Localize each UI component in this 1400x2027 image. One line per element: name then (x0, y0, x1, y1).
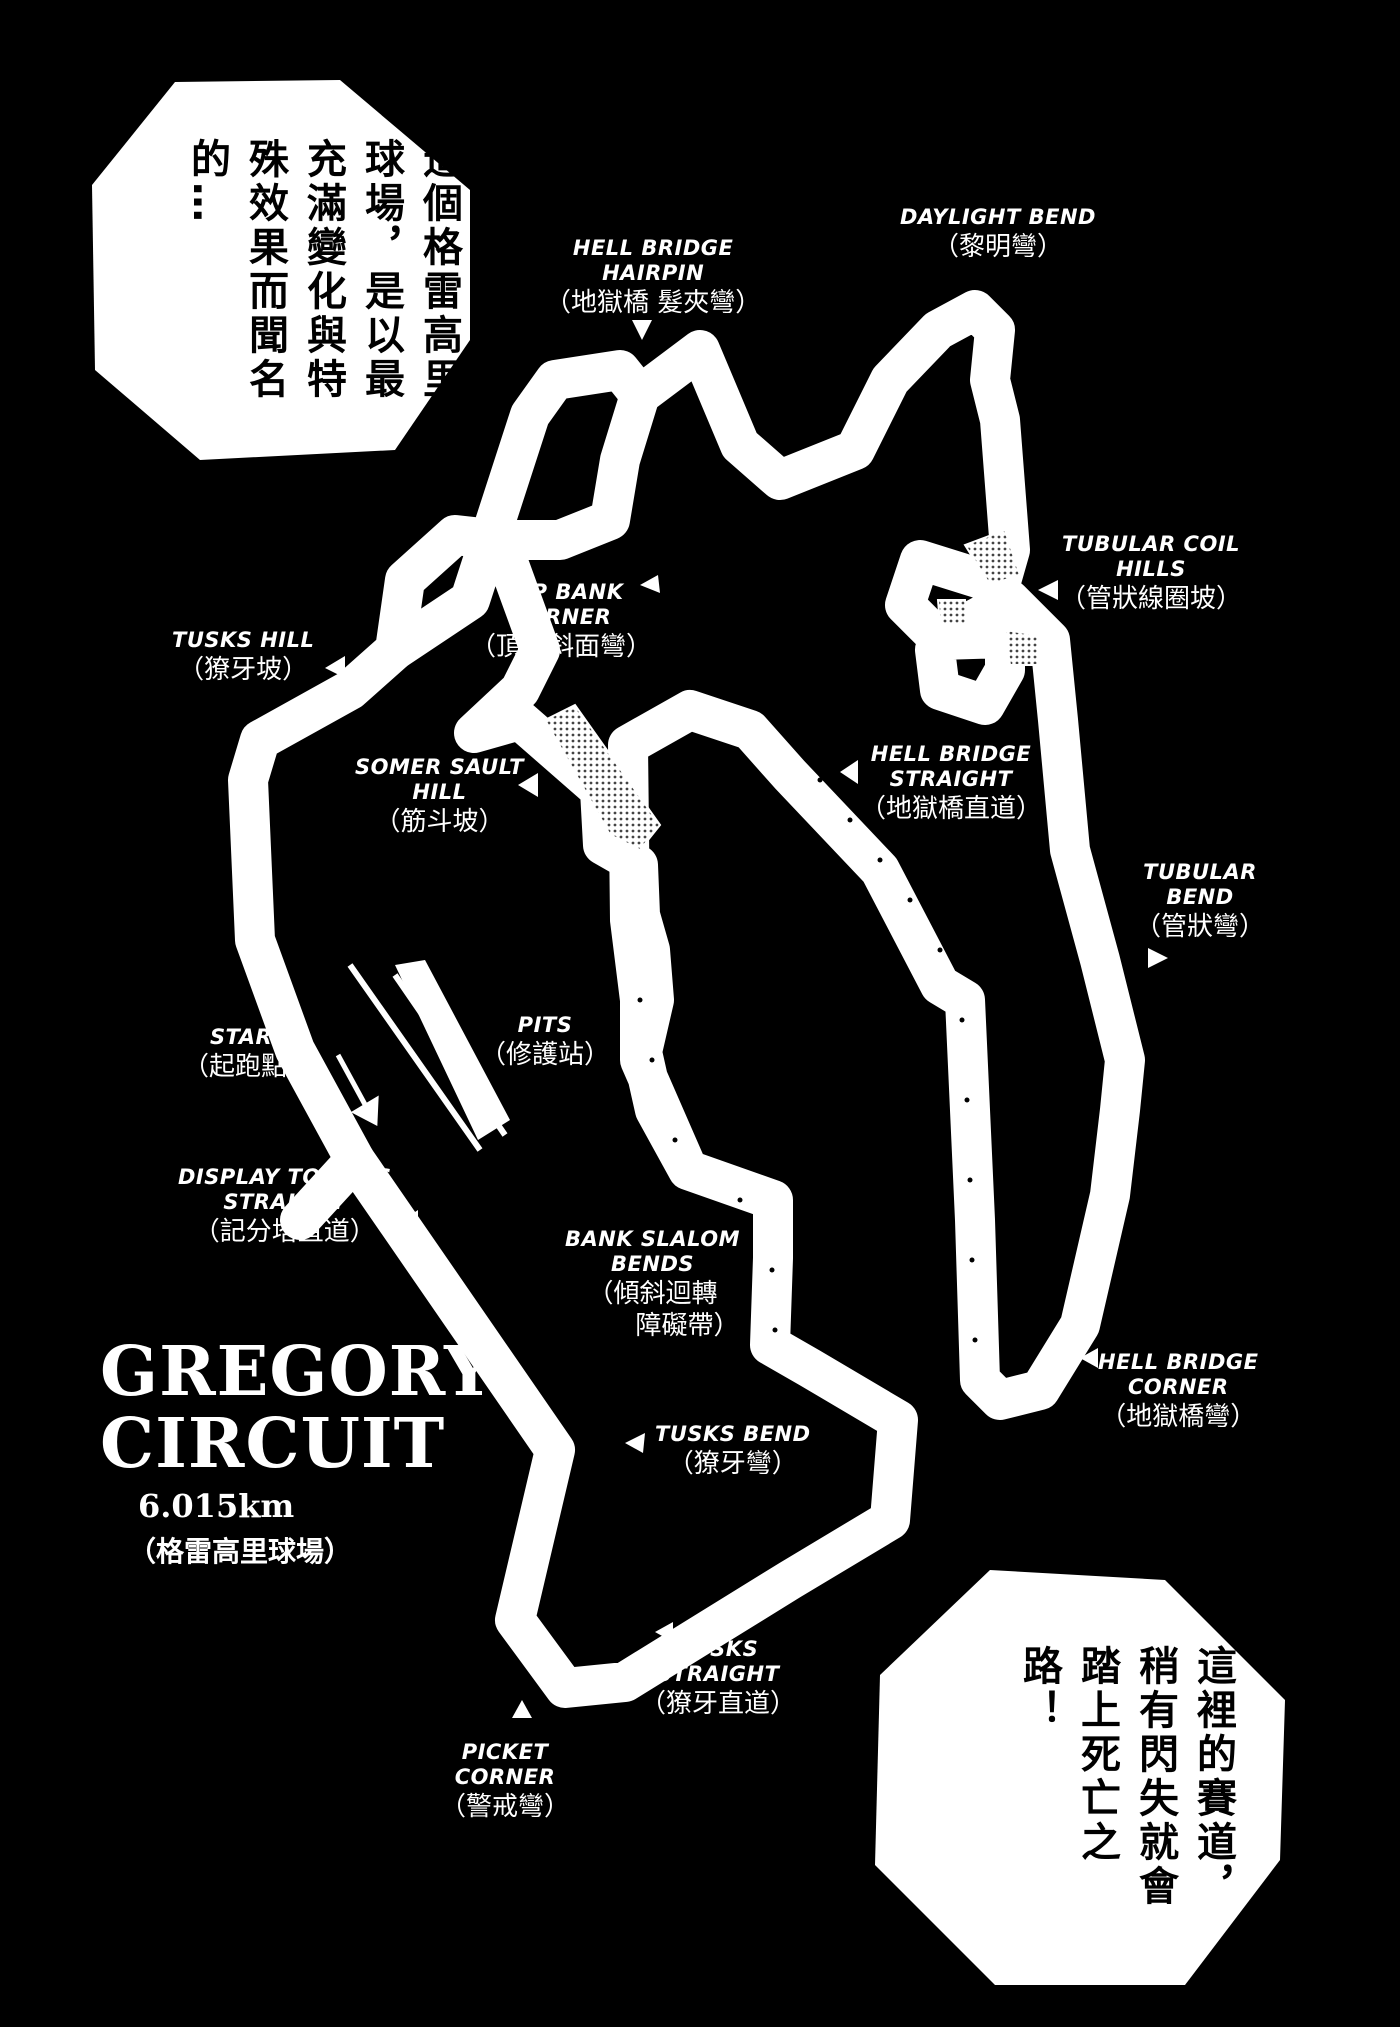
pit-building (395, 960, 510, 1140)
speech-bubble-bottom-right (875, 1570, 1285, 1985)
label-pits: PITS （修護站） (480, 1013, 611, 1070)
track-west-side (228, 515, 520, 1180)
label-tusks-hill: TUSKS HILL （獠牙坡） (172, 628, 315, 685)
track-hairpin-link (375, 350, 660, 670)
track-center-dots (637, 697, 978, 1343)
label-hell-bridge-corner: HELL BRIDGE CORNER （地獄橋彎） (1098, 1350, 1259, 1432)
label-hell-bridge-hairpin: HELL BRIDGE HAIRPIN （地獄橋 髮夾彎） (545, 236, 762, 318)
label-tusks-bend: TUSKS BEND （獠牙彎） (655, 1422, 811, 1479)
start-arrow-icon (335, 1053, 379, 1127)
map-title-line1: GREGORY (100, 1332, 494, 1412)
race-track (228, 290, 1145, 1708)
label-display-towers-straight: DISPLAY TOWERS STRAIGHT （記分塔直道） (178, 1165, 392, 1247)
hill-surfaces (543, 528, 1042, 852)
label-daylight-bend: DAYLIGHT BEND （黎明彎） (900, 205, 1096, 262)
label-tubular-bend: TUBULAR BEND （管狀彎） (1135, 860, 1266, 942)
label-top-bank-corner: TOP BANK CORNER （頂尖斜面彎） (470, 580, 653, 662)
map-title-line2: CIRCUIT (100, 1404, 446, 1484)
bubble-text-bottom-right: 這裡的賽道，稍有閃失就會踏上死亡之路！ (1016, 1645, 1236, 1909)
circuit-length: 6.015km (138, 1487, 295, 1525)
label-bank-slalom-bends: BANK SLALOM BENDS （傾斜迴轉 障礙帶） (565, 1227, 741, 1342)
bubble-text-top-left: 這個格雷高里球場，是以最充滿變化與特殊效果而聞名的… (184, 138, 462, 402)
label-picket-corner: PICKET CORNER （警戒彎） (440, 1740, 571, 1822)
map-subtitle: （格雷高里球場） (128, 1535, 353, 1568)
label-tubular-coil-hills: TUBULAR COIL HILLS （管狀線圈坡） (1060, 532, 1243, 614)
label-hell-bridge-straight: HELL BRIDGE STRAIGHT （地獄橋直道） (860, 742, 1043, 824)
speech-bubble-top-left (92, 80, 470, 460)
label-start: START （起跑點） (183, 1025, 314, 1082)
label-pointers (325, 298, 1168, 1718)
track-main-loop (280, 290, 1145, 1708)
label-somersault-hill: SOMER SAULT HILL （筋斗坡） (355, 755, 524, 837)
label-tusks-straight: TUSKS STRAIGHT （獠牙直道） (640, 1637, 797, 1719)
